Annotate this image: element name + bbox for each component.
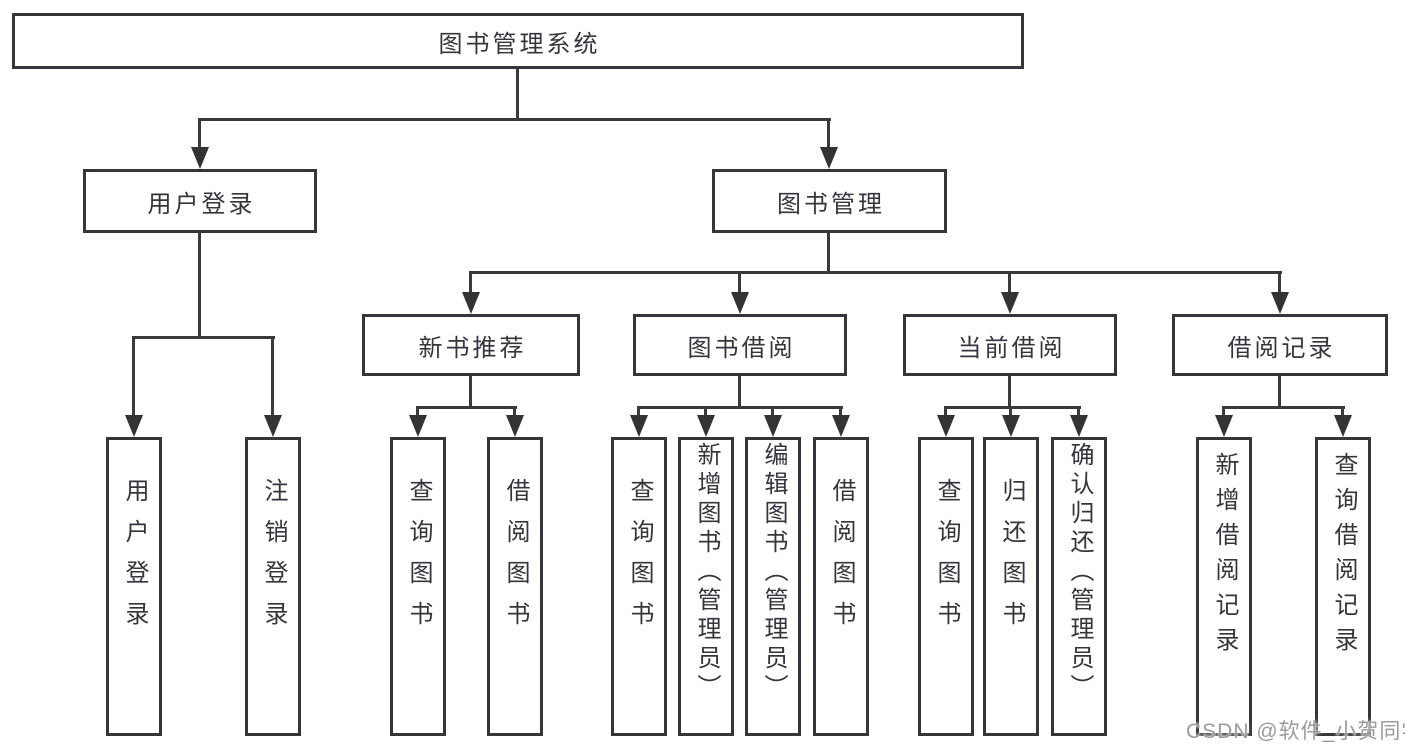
connector-arrow-stem: [1278, 271, 1281, 295]
leaf-query-book-1: 查询图书: [390, 437, 446, 736]
node-current-borrow: 当前借阅: [903, 314, 1117, 376]
connector-root-stem: [516, 69, 519, 120]
connector-arrow-stem: [738, 271, 741, 295]
leaf-query-book-3: 查询图书: [918, 437, 974, 736]
connector-bookmgmt-stem: [827, 233, 830, 271]
connector-arrow-stem: [704, 406, 707, 418]
leaf-query-borrow-record: 查询借阅记录: [1315, 437, 1371, 736]
node-user-login: 用户登录: [83, 169, 317, 233]
arrowhead-icon: [937, 415, 955, 437]
leaf-return-book: 归还图书: [983, 437, 1039, 736]
connector-arrow-stem: [827, 118, 830, 150]
arrowhead-icon: [1001, 292, 1019, 314]
leaf-add-book-admin: 新增图书（管理员）: [678, 437, 734, 736]
node-label: 借阅记录: [1227, 334, 1336, 362]
leaf-borrow-book-1: 借阅图书: [487, 437, 543, 736]
connector-arrow-stem: [416, 406, 419, 418]
connector-record-bar: [1222, 406, 1345, 409]
node-book-borrow: 图书借阅: [633, 314, 847, 376]
arrowhead-icon: [506, 415, 524, 437]
node-new-book-recommend: 新书推荐: [362, 314, 580, 376]
arrowhead-icon: [125, 415, 143, 437]
arrowhead-icon: [1334, 415, 1352, 437]
connector-arrow-stem: [469, 271, 472, 295]
connector-borrow-bar: [637, 406, 843, 409]
connector-userlogin-stem: [198, 233, 201, 336]
arrowhead-icon: [1070, 415, 1088, 437]
connector-current-bar: [944, 406, 1081, 409]
csdn-watermark: CSDN @软件_小贺同学: [1186, 720, 1405, 743]
connector-arrow-stem: [944, 406, 947, 418]
arrowhead-icon: [697, 415, 715, 437]
leaf-edit-book-admin: 编辑图书（管理员）: [745, 437, 801, 736]
node-label: 图书管理: [777, 190, 885, 218]
leaf-logout: 注销登录: [245, 437, 301, 736]
arrowhead-icon: [764, 415, 782, 437]
connector-record-stem: [1278, 376, 1281, 406]
arrowhead-icon: [1215, 415, 1233, 437]
arrowhead-icon: [409, 415, 427, 437]
connector-userlogin-bar: [132, 336, 275, 339]
arrowhead-icon: [264, 415, 282, 437]
connector-newbook-bar: [416, 406, 517, 409]
connector-arrow-stem: [771, 406, 774, 418]
arrowhead-icon: [630, 415, 648, 437]
node-label: 当前借阅: [957, 334, 1066, 362]
leaf-user-login: 用户登录: [106, 437, 162, 736]
connector-arrow-stem: [1077, 406, 1080, 418]
connector-arrow-stem: [1009, 406, 1012, 418]
connector-arrow-stem: [1341, 406, 1344, 418]
connector-bookmgmt-bar: [469, 271, 1282, 274]
leaf-borrow-book-2: 借阅图书: [813, 437, 869, 736]
leaf-confirm-return-admin: 确认归还（管理员）: [1051, 437, 1107, 736]
connector-root-bar: [198, 118, 831, 121]
arrowhead-icon: [1271, 292, 1289, 314]
connector-borrow-stem: [738, 376, 741, 406]
arrowhead-icon: [191, 147, 209, 169]
arrowhead-icon: [832, 415, 850, 437]
connector-arrow-stem: [132, 336, 135, 418]
arrowhead-icon: [731, 292, 749, 314]
leaf-query-book-2: 查询图书: [611, 437, 667, 736]
node-label: 用户登录: [147, 190, 256, 218]
connector-arrow-stem: [839, 406, 842, 418]
leaf-add-borrow-record: 新增借阅记录: [1196, 437, 1252, 736]
connector-current-stem: [1008, 376, 1011, 406]
arrowhead-icon: [462, 292, 480, 314]
connector-arrow-stem: [637, 406, 640, 418]
connector-arrow-stem: [1222, 406, 1225, 418]
node-library-system: 图书管理系统: [12, 13, 1024, 69]
node-label: 图书借阅: [687, 334, 796, 362]
arrowhead-icon: [820, 147, 838, 169]
connector-arrow-stem: [271, 336, 274, 418]
node-borrow-record: 借阅记录: [1172, 314, 1388, 376]
node-label: 新书推荐: [418, 334, 527, 362]
connector-newbook-stem: [469, 376, 472, 406]
connector-arrow-stem: [1008, 271, 1011, 295]
connector-arrow-stem: [513, 406, 516, 418]
node-book-management: 图书管理: [712, 169, 947, 233]
node-label: 图书管理系统: [438, 30, 601, 58]
connector-arrow-stem: [198, 118, 201, 150]
arrowhead-icon: [1002, 415, 1020, 437]
